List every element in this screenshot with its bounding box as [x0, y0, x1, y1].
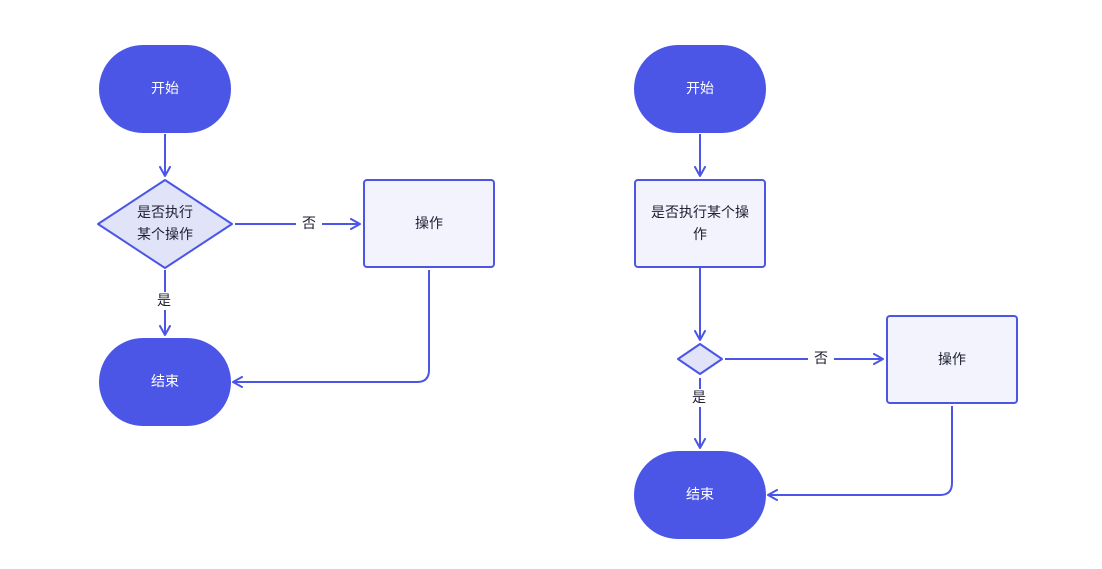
- right-decision-diamond[interactable]: [677, 343, 723, 375]
- left-end-label: 结束: [151, 374, 179, 390]
- right-question-line-1: 是否执行某个操: [651, 204, 749, 221]
- left-start-label: 开始: [151, 81, 179, 97]
- left-edge-action-to-end: [232, 270, 430, 388]
- right-end-label: 结束: [686, 487, 714, 503]
- right-end-terminal[interactable]: 结束: [634, 451, 766, 539]
- right-question-box[interactable]: 是否执行某个操 作: [634, 179, 766, 268]
- left-end-terminal[interactable]: 结束: [99, 338, 231, 426]
- left-action-box[interactable]: 操作: [363, 179, 495, 268]
- right-action-label: 操作: [938, 351, 966, 368]
- right-no-label: 否: [808, 350, 834, 368]
- left-yes-label: 是: [151, 292, 177, 310]
- right-edge-action-to-end: [767, 406, 953, 501]
- left-start-terminal[interactable]: 开始: [99, 45, 231, 133]
- right-start-label: 开始: [686, 81, 714, 97]
- right-yes-label: 是: [686, 389, 712, 407]
- right-action-box[interactable]: 操作: [886, 315, 1018, 404]
- left-no-label: 否: [296, 215, 322, 233]
- left-decision-diamond[interactable]: [97, 179, 233, 269]
- right-question-line-2: 作: [693, 226, 707, 243]
- right-start-terminal[interactable]: 开始: [634, 45, 766, 133]
- left-action-label: 操作: [415, 215, 443, 232]
